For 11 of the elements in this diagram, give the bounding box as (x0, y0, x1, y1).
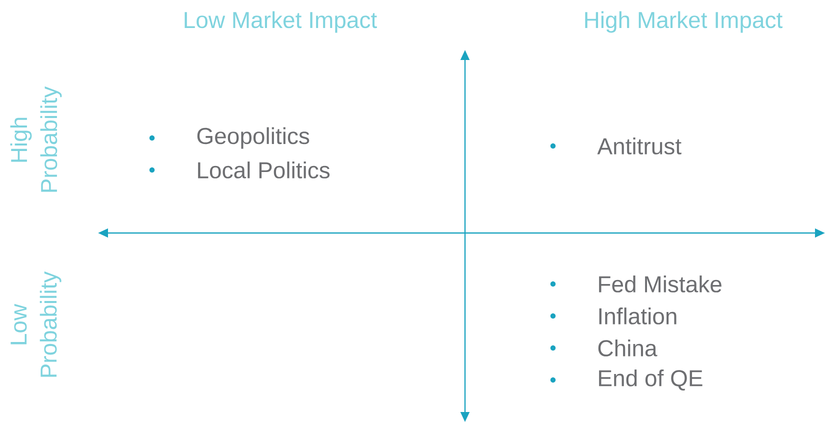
list-item: China (598, 340, 658, 356)
axis-label: High Probability (10, 86, 62, 192)
quadrant-heading: High Market Impact (585, 11, 782, 33)
quadrant-heading: Low Market Impact (184, 11, 377, 33)
list-item: End of QE (599, 369, 702, 390)
list-item: Fed Mistake (599, 276, 722, 292)
list-item: Antitrust (597, 138, 682, 154)
list-item: Local Politics (198, 162, 330, 178)
axis-label: Low Probability (10, 271, 62, 377)
list-item: Geopolitics (197, 127, 310, 149)
list-item: Inflation (599, 308, 676, 324)
